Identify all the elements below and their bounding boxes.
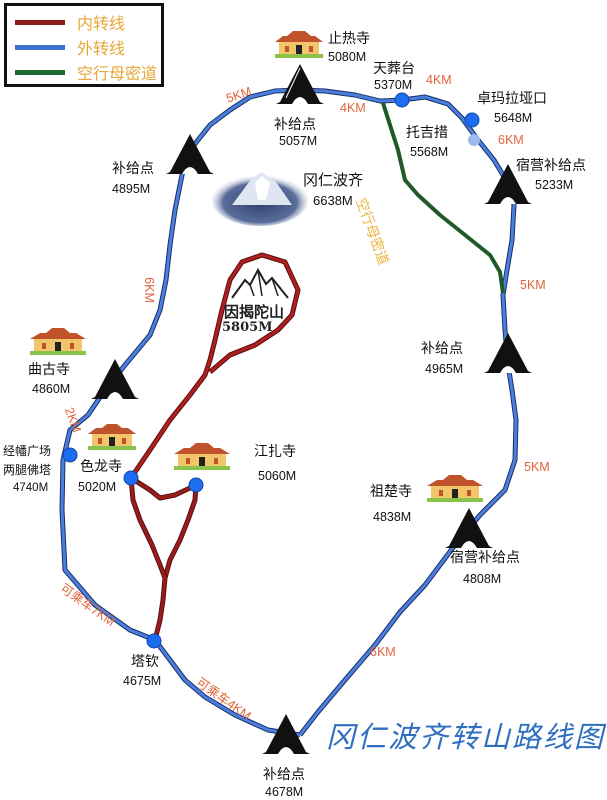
altitude-zuchu-temple: 4838M [373,510,412,524]
label-tuojicuo: 托吉措 [406,125,448,141]
tent-icon [484,333,532,373]
legend-item-inner: 内转线 [15,12,126,33]
distance-label: 4KM [426,73,452,87]
legend: 内转线 外转线 空行母密道 [4,3,164,87]
legend-item-secret: 空行母密道 [15,62,158,83]
legend-label: 内转线 [77,14,126,33]
node-selong[interactable] [123,470,139,486]
label-kailash-peak: 冈仁波齐 [303,171,364,189]
tent-icon [166,134,214,174]
node-tuojicuo-lake[interactable] [468,134,480,146]
distance-label: 5KM [520,278,546,292]
tent-icon [484,164,532,204]
label-jiangzha-temple: 江扎寺 [254,444,296,460]
distance-label: 6KM [370,645,396,659]
altitude-camp-5233: 5233M [535,178,574,192]
altitude-qugu-temple: 4860M [32,382,71,396]
temple-icon [174,443,230,470]
altitude-inner-peak: 5805M [222,320,273,335]
altitude-zhuomalaya: 5648M [494,111,533,125]
altitude-jingfan: 4740M [13,482,49,494]
label-inner-peak: 因揭陀山 [224,303,285,321]
altitude-tianzangtai: 5370M [374,78,413,92]
altitude-tuojicuo: 5568M [410,145,449,159]
altitude-supply-5057: 5057M [279,134,318,148]
node-tianzangtai[interactable] [394,92,410,108]
distance-label: 6KM [141,277,156,303]
label-selong-temple: 色龙寺 [80,459,122,475]
node-zhuomalaya[interactable] [464,112,480,128]
label-zuchu-temple: 祖楚寺 [370,484,412,500]
label-zhire-temple: 止热寺 [328,31,370,47]
mount-kailash-icon [212,172,308,226]
label-supply-4895: 补给点 [112,161,154,177]
tent-icon [262,714,310,754]
tent-icon [445,508,493,548]
node-jingfan[interactable] [62,447,78,463]
altitude-selong-temple: 5020M [78,480,117,494]
label-two-leg-stupa: 两腿佛塔 [3,463,52,477]
altitude-supply-4895: 4895M [112,182,151,196]
distance-label: 5KM [524,460,550,474]
inner-route-swatch [15,19,65,25]
tent-icon [276,64,324,104]
distance-label: 6KM [498,133,524,147]
label-qugu-temple: 曲古寺 [28,362,70,378]
secret-path-swatch [15,69,65,75]
altitude-zhire-temple: 5080M [328,50,367,64]
altitude-kailash-peak: 6638M [313,193,353,208]
label-jingfan-square: 经幡广场 [3,444,52,458]
legend-label: 空行母密道 [77,64,158,83]
altitude-jiangzha-temple: 5060M [258,469,297,483]
label-camp-4808: 宿营补给点 [450,550,520,566]
temple-icon [30,328,86,355]
tent-icon [91,359,139,399]
label-supply-4965: 补给点 [421,341,463,357]
distance-label: 4KM [340,101,366,115]
map-title: 冈仁波齐转山路线图 [326,720,606,754]
altitude-taqin: 4675M [123,674,162,688]
altitude-camp-4808: 4808M [463,572,502,586]
label-tianzangtai: 天葬台 [373,61,415,77]
label-supply-4678: 补给点 [263,767,305,783]
label-camp-5233: 宿营补给点 [516,158,586,174]
altitude-supply-4965: 4965M [425,362,464,376]
temple-icon [275,31,323,58]
label-taqin: 塔钦 [131,654,159,670]
node-jiangzha[interactable] [188,477,204,493]
label-supply-5057: 补给点 [274,117,316,133]
temple-icon [88,424,136,450]
legend-label: 外转线 [77,39,126,58]
legend-item-outer: 外转线 [15,37,126,58]
secret-path-line [381,102,505,294]
altitude-supply-4678: 4678M [265,785,304,799]
temple-icon [427,475,483,502]
label-zhuomalaya: 卓玛拉垭口 [477,91,547,107]
node-taqin[interactable] [146,633,162,649]
outer-route-swatch [15,44,65,50]
inner-mountain-icon [231,267,289,299]
